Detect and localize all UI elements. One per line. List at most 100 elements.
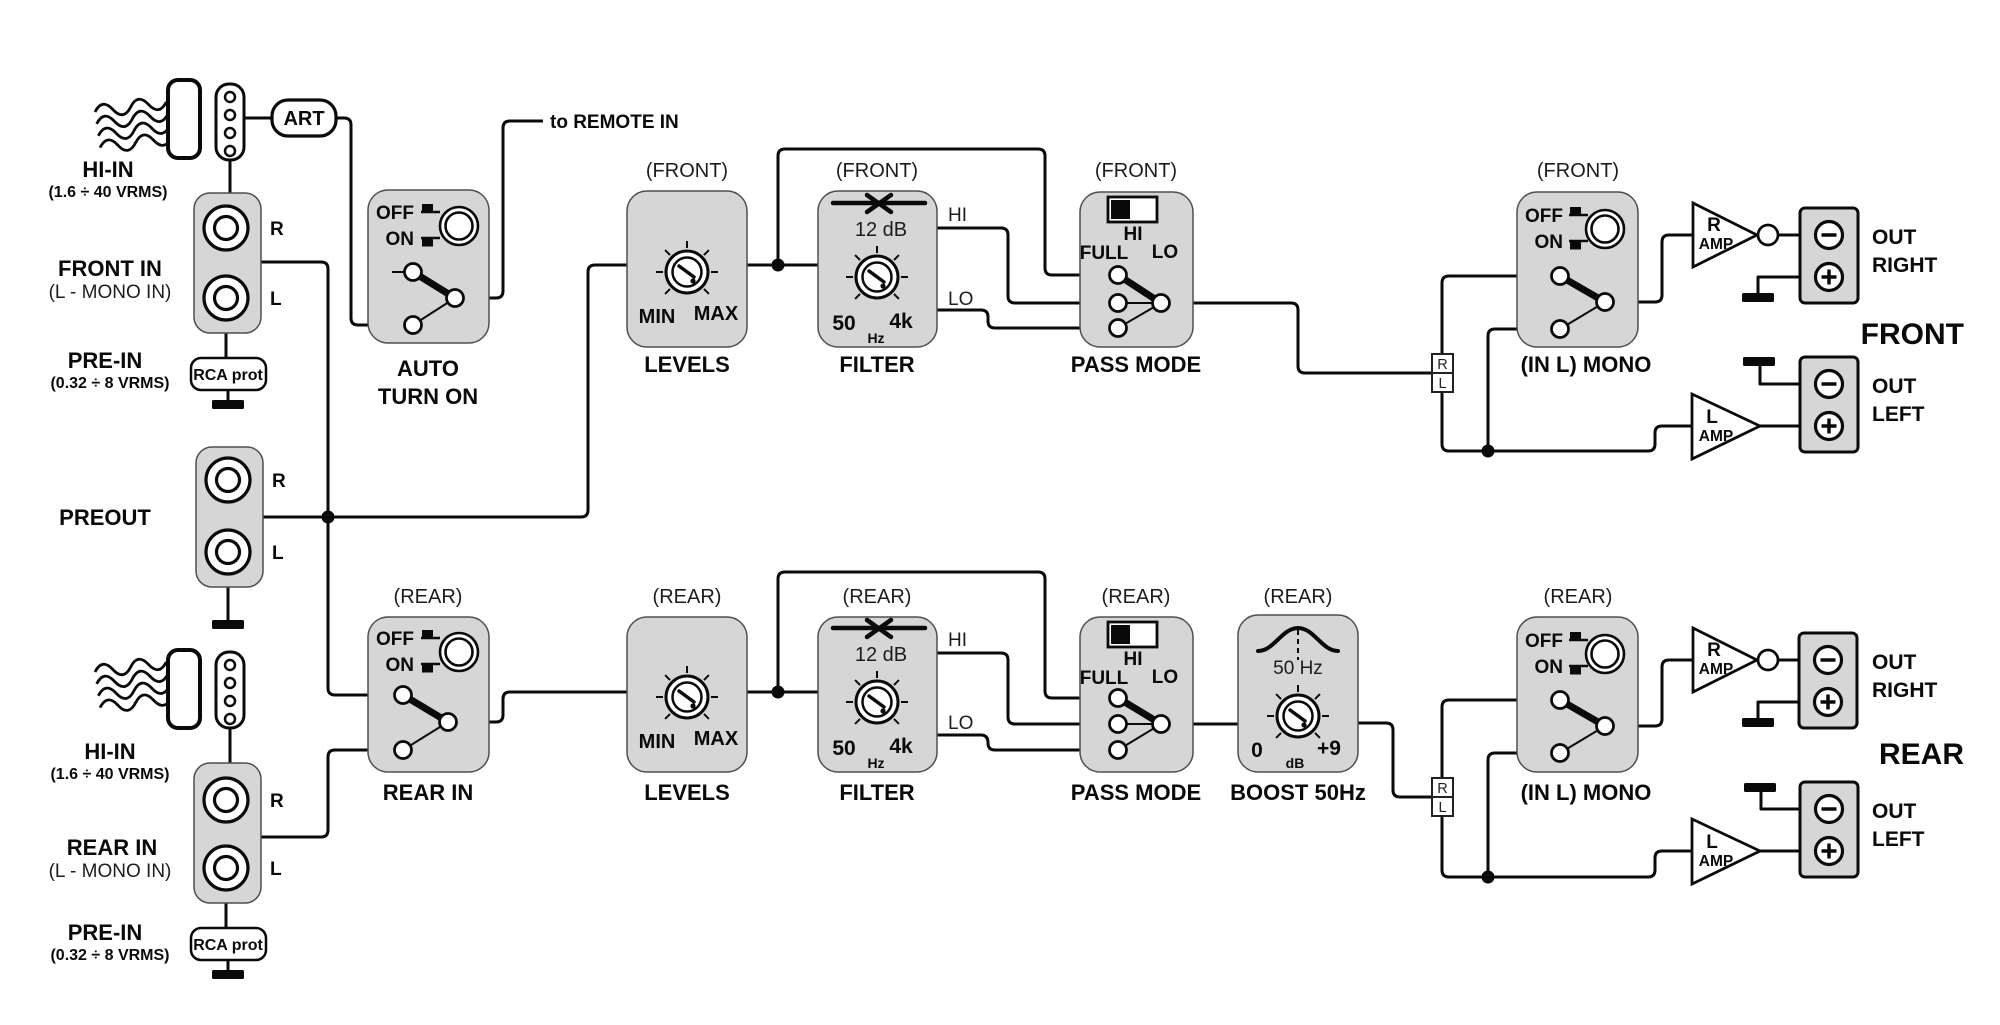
front-l-amp-word: AMP <box>1699 428 1733 445</box>
ground-icon <box>1742 293 1774 302</box>
ground-icon <box>1742 718 1774 727</box>
front-filter-slope: 12 dB <box>855 219 907 241</box>
front-splitter-l: L <box>1438 376 1446 392</box>
front-out-left-terminal <box>1798 355 1860 454</box>
rear-levels-min: MIN <box>639 731 676 753</box>
front-filter-max: 4k <box>889 310 913 333</box>
front-out-right-terminal <box>1798 206 1860 305</box>
wire-boost-to-splitter <box>1358 721 1432 799</box>
front-out-right-line1: OUT <box>1872 226 1917 249</box>
rear-pass-full: FULL <box>1080 668 1129 689</box>
rear-out-right-line1: OUT <box>1872 651 1917 674</box>
rear-in-port-r: R <box>270 791 284 812</box>
rear-in-rca-l-icon <box>202 844 250 892</box>
front-in-port-r: R <box>270 219 284 240</box>
wiring <box>212 116 1815 979</box>
wire-rear-mono-to-ramp <box>1614 658 1693 728</box>
front-l-amp-icon <box>1690 391 1764 462</box>
rear-region-rearin: (REAR) <box>394 586 463 608</box>
boost-min: 0 <box>1251 739 1263 762</box>
hi-in-rear-range: (1.6 ÷ 40 VRMS) <box>50 766 169 783</box>
boost-unit: dB <box>1286 755 1305 771</box>
switch-contact <box>1595 716 1615 736</box>
junction-front-l <box>1481 444 1495 458</box>
front-splitter-l-cell <box>1431 372 1454 393</box>
rear-out-right-terminal <box>1797 631 1859 730</box>
rear-region-mono: (REAR) <box>1544 586 1613 608</box>
rear-mono-off: OFF <box>1525 631 1563 652</box>
rear-filter-unit: Hz <box>867 755 884 771</box>
switch-contact <box>1151 714 1171 734</box>
rear-filter-label: FILTER <box>839 780 914 805</box>
switch-contact <box>1108 714 1128 734</box>
rear-pass-panel <box>1079 616 1194 773</box>
rear-out-left-line2: LEFT <box>1872 828 1925 851</box>
wire-node-to-front-levels <box>328 263 627 519</box>
speaker-wires-icon <box>92 94 174 156</box>
switch-contact <box>1550 743 1570 763</box>
switch-contact <box>1550 319 1570 339</box>
art-label: ART <box>283 108 324 130</box>
rear-splitter-l-cell <box>1431 796 1454 817</box>
front-region-filter: (FRONT) <box>836 160 918 182</box>
ground-icon <box>1743 357 1775 366</box>
ground-icon <box>212 620 244 629</box>
hi-in-front-range: (1.6 ÷ 40 VRMS) <box>48 184 167 201</box>
auto-label-line1: AUTO <box>397 356 459 381</box>
switch-contact <box>393 740 413 760</box>
auto-on-label: ON <box>386 229 415 250</box>
hi-in-plug-icon <box>166 648 202 730</box>
front-levels-min: MIN <box>639 306 676 328</box>
front-group-label: FRONT <box>1861 318 1964 351</box>
rear-l-amp-word: AMP <box>1699 853 1733 870</box>
hi-in-rear-label: HI-IN <box>84 739 135 764</box>
wire-front-right-gnd <box>1756 275 1815 294</box>
front-l-amp-ch: L <box>1706 407 1718 428</box>
wire-frontin-to-node <box>261 260 394 697</box>
front-filter-hi-tag: HI <box>948 205 967 226</box>
switch-contact <box>1151 293 1171 313</box>
switch-contact <box>403 262 423 282</box>
rear-filter-max: 4k <box>889 735 913 758</box>
rear-in-rca-r-icon <box>202 776 250 824</box>
front-pass-hi: HI <box>1124 224 1143 245</box>
front-pass-full: FULL <box>1080 243 1129 264</box>
rear-splitter-r: R <box>1437 781 1447 797</box>
hi-in-front-label: HI-IN <box>82 157 133 182</box>
front-levels-label: LEVELS <box>644 352 730 377</box>
rear-out-right-line2: RIGHT <box>1872 679 1938 702</box>
front-region-mono: (FRONT) <box>1537 160 1619 182</box>
junction-front-chain <box>771 258 785 272</box>
wire-front-splitter-r <box>1440 274 1551 354</box>
rear-in-switch-block: (REAR) OFF ON REAR IN <box>367 586 490 805</box>
switch-contact <box>1108 688 1128 708</box>
rca-prot-front-label: RCA prot <box>193 367 263 384</box>
front-out-left-line2: LEFT <box>1872 403 1925 426</box>
wire-front-mono-to-ramp <box>1614 233 1693 304</box>
rca-prot-rear-label: RCA prot <box>193 937 263 954</box>
front-filter-lo-tag: LO <box>948 289 973 310</box>
junction-rear-l <box>1481 870 1495 884</box>
rear-splitter-l: L <box>1438 800 1446 816</box>
wire-rear-left-gnd <box>1759 792 1815 811</box>
wire-front-bypass-full <box>776 147 1110 277</box>
rear-levels-label: LEVELS <box>644 780 730 805</box>
front-splitter-r: R <box>1437 357 1447 373</box>
front-in-rca-r-icon <box>202 204 250 252</box>
wire-rear-l-branch <box>1486 751 1551 877</box>
auto-button-icon <box>438 205 480 247</box>
front-r-amp-word: AMP <box>1699 236 1733 253</box>
rear-pass-lo: LO <box>1152 667 1178 688</box>
rca-prot-front-box <box>189 356 268 392</box>
pass-slide-switch-icon <box>1106 195 1159 224</box>
front-out-left-line1: OUT <box>1872 375 1917 398</box>
wire-rearin-to-rear-levels <box>457 690 627 724</box>
front-chain: (FRONT) MIN MAX LEVELS (FRONT) 12 dB 50 … <box>626 160 1964 462</box>
boost-freq: 50 Hz <box>1273 658 1323 679</box>
rear-in-switch-label: REAR IN <box>383 780 473 805</box>
rear-mono-on: ON <box>1535 657 1564 678</box>
front-mono-on: ON <box>1535 232 1564 253</box>
front-filter-label: FILTER <box>839 352 914 377</box>
switch-contact <box>1108 293 1128 313</box>
